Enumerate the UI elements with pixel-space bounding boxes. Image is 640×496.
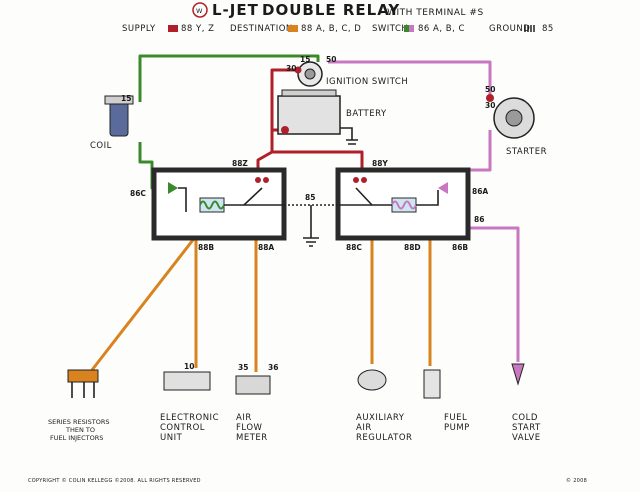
battery-label: BATTERY xyxy=(346,109,387,119)
legend: SUPPLY 88 Y, Z DESTINATION 88 A, B, C, D… xyxy=(122,24,554,34)
fuel-pump-line2: PUMP xyxy=(444,423,470,433)
terminal-35: 35 xyxy=(238,363,248,372)
terminal-88a: 88A xyxy=(258,243,274,252)
terminal-36: 36 xyxy=(268,363,278,372)
legend-switch-label: SWITCH xyxy=(372,24,408,34)
afm-line1: AIR xyxy=(236,413,252,423)
terminal-86c: 86C xyxy=(130,189,146,198)
legend-destination-value: 88 A, B, C, D xyxy=(301,24,361,34)
afm-line3: METER xyxy=(236,433,268,443)
legend-switch-swatch-pink xyxy=(409,25,414,32)
battery: BATTERY xyxy=(277,89,387,145)
fuel-pump: FUEL PUMP xyxy=(423,369,470,433)
vw-logo-icon xyxy=(192,2,208,18)
terminal-85: 85 xyxy=(305,193,315,202)
series-resistors: SERIES RESISTORS THEN TO FUEL INJECTORS xyxy=(48,369,110,442)
terminal-labels: 15 15 30 50 50 30 88Z 88Y 85 86C 86A 86 … xyxy=(121,55,495,372)
terminal-86b: 86B xyxy=(452,243,468,252)
aux-air-line1: AUXILIARY xyxy=(356,413,405,423)
legend-switch-value: 86 A, B, C xyxy=(418,24,465,34)
cold-start-line2: START xyxy=(512,423,541,433)
terminal-88d: 88D xyxy=(404,243,421,252)
terminal-15-switch: 15 xyxy=(300,55,310,64)
legend-ground-label: GROUND xyxy=(489,24,530,34)
afm-line2: FLOW xyxy=(236,423,263,433)
starter-label: STARTER xyxy=(506,147,547,157)
ecu-line2: CONTROL xyxy=(160,423,205,433)
ground-swatch-icon xyxy=(524,25,535,32)
initials-text: © 2008 xyxy=(566,477,587,484)
terminal-30-switch: 30 xyxy=(286,64,296,73)
relay-right xyxy=(335,167,471,241)
coil: COIL xyxy=(90,95,134,151)
air-flow-meter: AIR FLOW METER xyxy=(235,375,271,443)
terminal-30-starter: 30 xyxy=(485,101,495,110)
terminal-88z: 88Z xyxy=(232,159,248,168)
fuel-pump-line1: FUEL xyxy=(444,413,467,423)
terminal-88y: 88Y xyxy=(372,159,388,168)
terminal-10: 10 xyxy=(184,362,194,371)
ecu: ELECTRONIC CONTROL UNIT xyxy=(160,371,219,443)
starter: STARTER xyxy=(486,94,547,157)
ignition-switch: IGNITION SWITCH xyxy=(294,61,408,87)
cold-start-valve: COLD START VALVE xyxy=(511,363,541,443)
terminal-50-starter: 50 xyxy=(485,85,495,94)
aux-air-line3: REGULATOR xyxy=(356,433,412,443)
legend-supply-value: 88 Y, Z xyxy=(181,24,214,34)
copyright-text: COPYRIGHT © COLIN KELLEGG ©2008. ALL RIG… xyxy=(28,477,201,484)
diode-icon xyxy=(168,182,178,194)
aux-air-line2: AIR xyxy=(356,423,372,433)
ecu-line3: UNIT xyxy=(160,433,183,443)
cold-start-line3: VALVE xyxy=(512,433,541,443)
relay-left xyxy=(151,167,287,241)
title-prefix: L-JET xyxy=(212,1,259,19)
legend-ground-value: 85 xyxy=(542,24,554,34)
title-block: W L-JET DOUBLE RELAY - WITH TERMINAL #S xyxy=(192,1,484,19)
title-suffix: - WITH TERMINAL #S xyxy=(380,8,484,18)
diode-icon-right xyxy=(438,182,448,194)
series-resistors-line1: SERIES RESISTORS xyxy=(48,418,110,426)
title-main: DOUBLE RELAY xyxy=(262,1,400,19)
legend-supply-swatch xyxy=(168,25,178,32)
terminal-50-switch: 50 xyxy=(326,55,336,64)
terminal-86: 86 xyxy=(474,215,484,224)
terminal-86a: 86A xyxy=(472,187,488,196)
auxiliary-air-regulator: AUXILIARY AIR REGULATOR xyxy=(356,369,412,443)
ignition-switch-label: IGNITION SWITCH xyxy=(326,77,408,87)
legend-switch-swatch-green xyxy=(404,25,409,32)
terminal-15-coil: 15 xyxy=(121,94,131,103)
ecu-line1: ELECTRONIC xyxy=(160,413,219,423)
legend-destination-swatch xyxy=(288,25,298,32)
terminal-88c: 88C xyxy=(346,243,362,252)
vw-logo-glyph: W xyxy=(196,7,203,15)
series-resistors-line2: THEN TO xyxy=(65,426,95,434)
cold-start-line1: COLD xyxy=(512,413,538,423)
terminal-88b: 88B xyxy=(198,243,214,252)
coil-label: COIL xyxy=(90,141,112,151)
ground-85 xyxy=(284,204,338,247)
legend-supply-label: SUPPLY xyxy=(122,24,156,34)
legend-destination-label: DESTINATION xyxy=(230,24,293,34)
series-resistors-line3: FUEL INJECTORS xyxy=(50,434,103,442)
